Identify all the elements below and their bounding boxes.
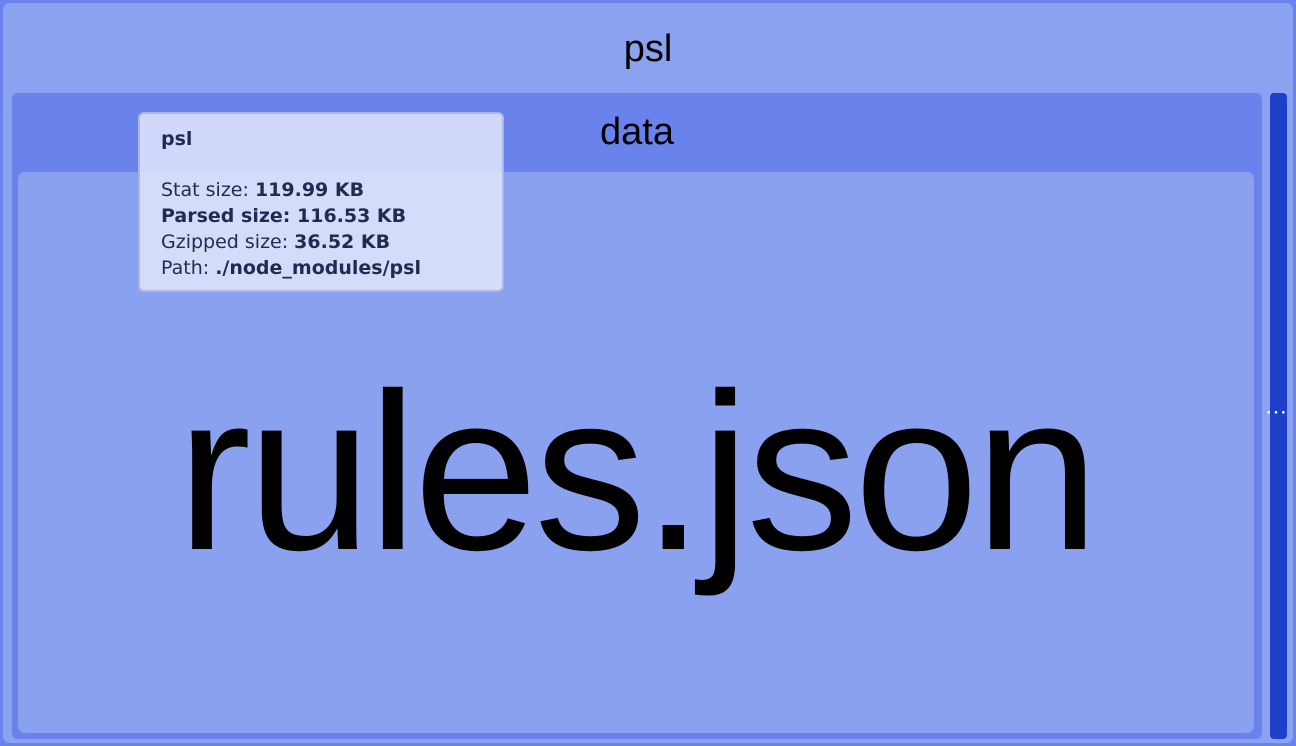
tooltip-details: Stat size: 119.99 KB Parsed size: 116.53… [161,177,421,281]
tooltip-path: Path: ./node_modules/psl [161,255,421,281]
path-label: Path: [161,257,216,279]
stat-size-value: 119.99 KB [254,179,365,201]
tooltip-title: psl [161,128,193,150]
overflow-indicator: ⋯ [1265,399,1288,424]
module-tooltip: psl Stat size: 119.99 KB Parsed size: 11… [138,112,504,292]
parsed-size-value: 116.53 KB [297,205,407,227]
gzipped-size-value: 36.52 KB [294,231,391,253]
stat-size-label: Stat size: [161,179,255,201]
module-data-label: data [600,111,674,153]
tooltip-gzipped-size: Gzipped size: 36.52 KB [161,229,421,255]
module-rules-json-label: rules.json [176,347,1100,597]
tooltip-header [140,114,502,170]
module-psl-label: psl [623,28,673,70]
tooltip-stat-size: Stat size: 119.99 KB [161,177,421,203]
module-small-sibling[interactable] [1270,93,1287,739]
tooltip-parsed-size: Parsed size: 116.53 KB [161,203,421,229]
parsed-size-label: Parsed size: [161,205,297,227]
path-value: ./node_modules/psl [215,257,421,279]
gzipped-size-label: Gzipped size: [161,231,295,253]
